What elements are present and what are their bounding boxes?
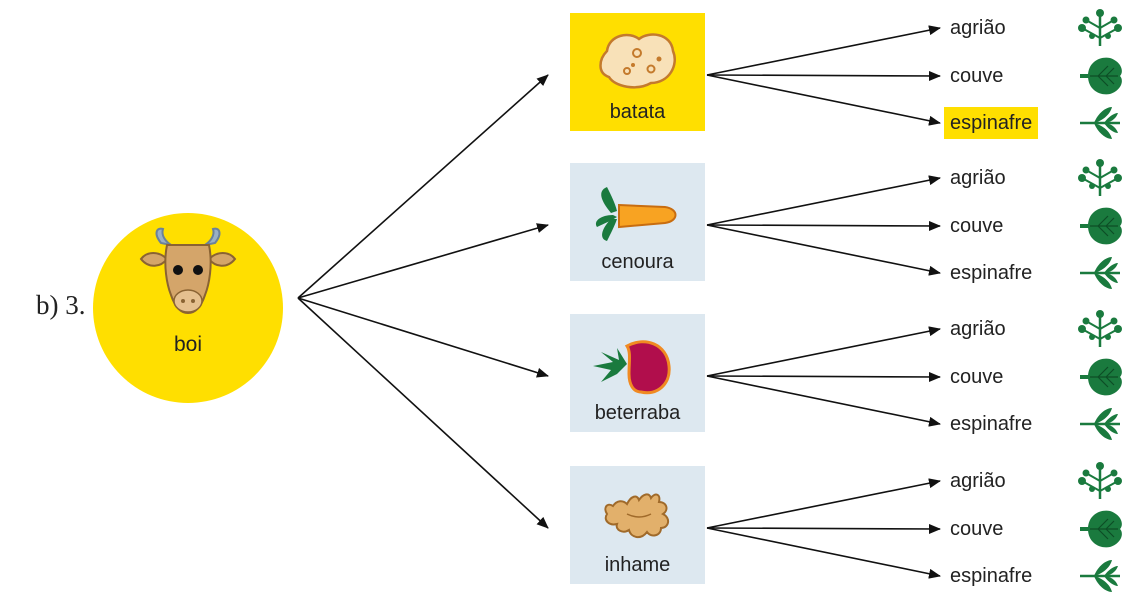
arrow-inhame-to-espinafre (706, 527, 941, 579)
arrow-cenoura-to-espinafre (706, 224, 941, 276)
arrow-batata-to-agrião (706, 25, 941, 76)
carrot-icon (587, 171, 687, 256)
watercress-icon (1078, 461, 1122, 506)
cow-icon (139, 227, 237, 315)
branch-label: inhame (604, 554, 671, 576)
leaf-label-couve: couve (950, 65, 1004, 87)
branch-label: cenoura (601, 251, 674, 273)
watercress-icon (1078, 8, 1122, 53)
leaf-label-espinafre: espinafre (944, 107, 1039, 139)
arrow-cenoura-to-couve (706, 220, 941, 231)
branch-label: beterraba (594, 402, 681, 424)
arrow-boi-to-batata (297, 74, 549, 299)
item-prefix: b) 3. (36, 290, 86, 320)
branch-node-beterraba: beterraba (570, 314, 705, 432)
leaf-label-agrião: agrião (950, 318, 1006, 340)
arrow-boi-to-beterraba (297, 297, 549, 378)
arrow-beterraba-to-espinafre (706, 375, 941, 427)
arrow-boi-to-cenoura (297, 223, 549, 299)
potato-icon (587, 21, 687, 106)
leaf-label-espinafre: espinafre (950, 413, 1033, 435)
kale-icon (1078, 206, 1122, 251)
beet-icon (587, 322, 687, 407)
leaf-label-espinafre: espinafre (950, 565, 1033, 587)
spinach-icon (1078, 253, 1122, 298)
arrow-boi-to-inhame (297, 297, 549, 529)
yam-icon (587, 474, 687, 559)
kale-icon (1078, 509, 1122, 554)
watercress-icon (1078, 158, 1122, 203)
spinach-icon (1078, 103, 1122, 148)
arrow-batata-to-espinafre (706, 74, 941, 126)
arrow-inhame-to-couve (706, 523, 941, 534)
spinach-icon (1078, 556, 1122, 601)
root-label: boi (173, 333, 203, 356)
branch-node-cenoura: cenoura (570, 163, 705, 281)
leaf-label-agrião: agrião (950, 167, 1006, 189)
leaf-label-agrião: agrião (950, 17, 1006, 39)
leaf-label-couve: couve (950, 366, 1004, 388)
branch-node-batata: batata (570, 13, 705, 131)
watercress-icon (1078, 309, 1122, 354)
arrow-beterraba-to-agrião (706, 326, 941, 377)
leaf-label-espinafre: espinafre (950, 262, 1033, 284)
branch-label: batata (609, 101, 666, 123)
leaf-label-couve: couve (950, 518, 1004, 540)
leaf-label-couve: couve (950, 215, 1004, 237)
kale-icon (1078, 357, 1122, 402)
arrow-batata-to-couve (706, 70, 941, 81)
leaf-label-agrião: agrião (950, 470, 1006, 492)
kale-icon (1078, 56, 1122, 101)
arrow-beterraba-to-couve (706, 371, 941, 382)
branch-node-inhame: inhame (570, 466, 705, 584)
spinach-icon (1078, 404, 1122, 449)
arrow-inhame-to-agrião (706, 478, 941, 529)
arrow-cenoura-to-agrião (706, 175, 941, 226)
root-node-boi: boi (93, 213, 283, 403)
